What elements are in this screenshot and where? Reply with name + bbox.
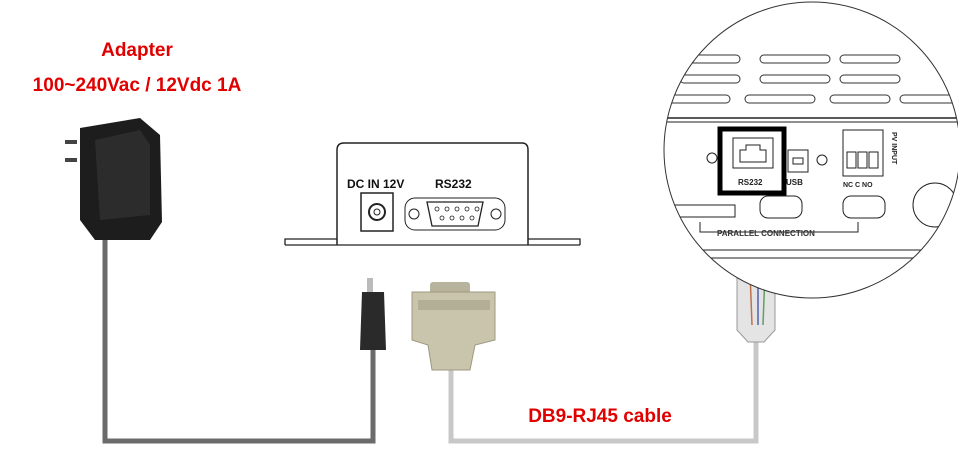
adapter-title: Adapter (101, 40, 173, 61)
db9-connector-image (411, 282, 496, 371)
inverter-detail: RS232 USB NC C NO PV INPUT PARALLEL CONN… (663, 1, 958, 299)
power-adapter-image (65, 118, 162, 240)
cable-label: DB9-RJ45 cable (528, 406, 672, 427)
parallel-connection-label: PARALLEL CONNECTION (717, 229, 815, 238)
data-cable (448, 340, 759, 444)
inverter-rs232-label: RS232 (738, 178, 763, 187)
dc-in-label: DC IN 12V (347, 177, 404, 191)
adapter-spec: 100~240Vac / 12Vdc 1A (32, 75, 242, 96)
rs232-device: DC IN 12V RS232 (284, 142, 581, 246)
dc-plug-image (360, 278, 386, 350)
relay-label: NC C NO (843, 182, 873, 189)
device-rs232-label: RS232 (435, 177, 472, 191)
pv-input-label: PV INPUT (890, 132, 897, 165)
power-cable (102, 240, 376, 444)
usb-label: USB (786, 178, 803, 187)
